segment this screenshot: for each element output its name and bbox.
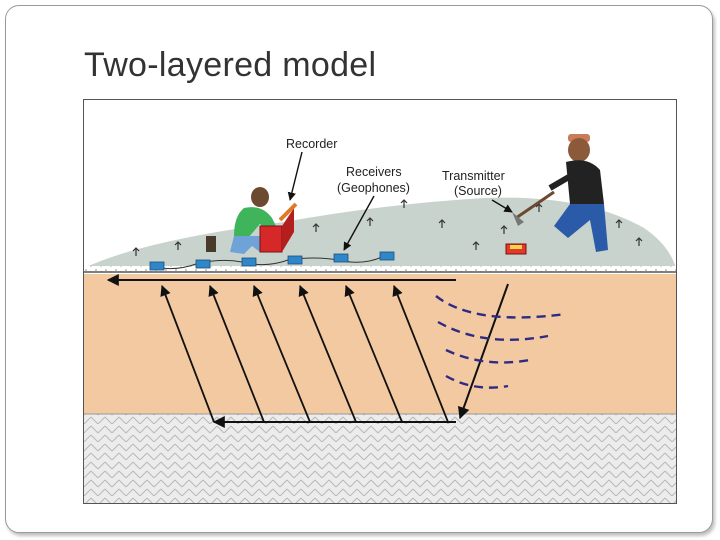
geophone-1 [149, 261, 165, 271]
transmitter-pointer [491, 199, 513, 213]
two-layer-diagram: Recorder Receivers (Geophones) Transmitt… [83, 99, 677, 504]
geophones [149, 251, 395, 271]
gravel-strip [84, 266, 676, 274]
recorder-pointer [287, 151, 303, 201]
refracted-ray-5 [344, 285, 403, 423]
wave-front-4 [445, 374, 509, 389]
wave-front-3 [445, 348, 531, 364]
refracted-rays [160, 284, 449, 423]
wave-fronts [435, 295, 567, 389]
transmitter-label-line1: Transmitter [442, 169, 505, 183]
refracted-ray-4 [298, 285, 357, 423]
receivers-pointer [343, 195, 375, 251]
source-plate [505, 243, 527, 255]
receivers-label-line1: Receivers [346, 165, 402, 179]
refracted-ray-1 [160, 284, 215, 423]
refracted-ray-2 [208, 284, 265, 423]
bedrock-layer [84, 414, 676, 503]
geophone-2 [195, 259, 211, 269]
geophone-6 [379, 251, 395, 261]
geophone-4 [287, 255, 303, 265]
slide: Two-layered model [5, 5, 713, 533]
geophone-5 [333, 253, 349, 263]
transmitter-label-line2: (Source) [454, 184, 502, 198]
upper-layer [84, 272, 676, 414]
receivers-label-line2: (Geophones) [337, 181, 410, 195]
wave-front-2 [437, 320, 549, 341]
recorder-box [259, 202, 298, 253]
refracted-ray-3 [252, 285, 311, 423]
recorder-label: Recorder [286, 137, 337, 151]
transmitter-operator [512, 134, 608, 252]
slide-title: Two-layered model [84, 46, 377, 84]
downgoing-ray [457, 283, 509, 420]
refracted-ray-6 [392, 284, 449, 423]
geophone-3 [241, 257, 257, 267]
